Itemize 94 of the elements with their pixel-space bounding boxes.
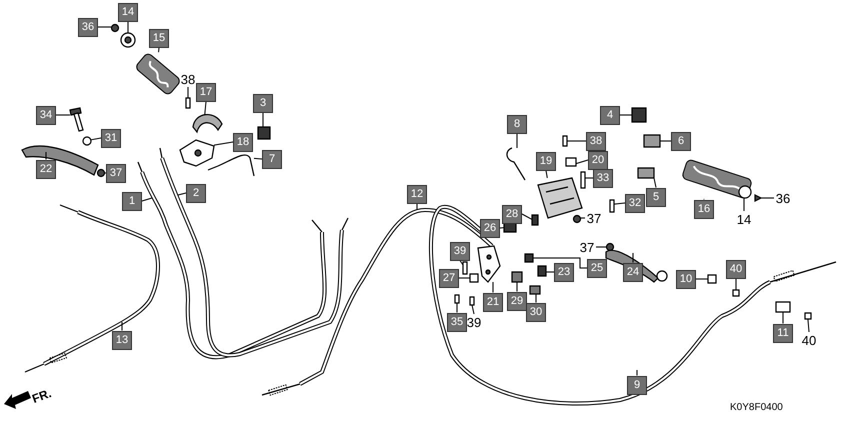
cover [192, 114, 223, 133]
bolt [462, 261, 468, 275]
callout-number: 31 [101, 128, 121, 148]
bolt [454, 294, 460, 304]
callout-number: 36 [78, 18, 98, 36]
bolt [580, 171, 586, 189]
callout-number: 19 [536, 152, 556, 170]
callout-number: 16 [694, 200, 714, 218]
nut [96, 168, 106, 178]
leader-line [620, 114, 632, 116]
leader-line [660, 140, 672, 142]
callout-number: 38 [586, 132, 606, 150]
callout-number: 20 [588, 150, 608, 170]
callout-number: 37 [578, 239, 596, 255]
leader-line [254, 158, 262, 160]
callout-number: 36 [774, 190, 792, 206]
cable [137, 161, 327, 360]
callout-number: 8 [507, 114, 527, 134]
leader-line [456, 302, 458, 313]
callout-number: 40 [800, 332, 818, 348]
leader-line [500, 227, 504, 228]
leader-line [807, 318, 810, 332]
switch-block [257, 126, 271, 140]
leader-line [142, 198, 152, 202]
callout-number: 38 [179, 71, 197, 87]
lever [21, 145, 99, 176]
leader-line [654, 178, 656, 188]
leader-line [516, 133, 518, 148]
ring [120, 32, 136, 48]
nut [110, 24, 120, 32]
leader-line [98, 26, 112, 28]
callout-number: 17 [196, 82, 216, 102]
leader-line [632, 252, 634, 263]
leader-line [546, 170, 548, 178]
callout-number: 39 [450, 242, 470, 260]
hose [506, 147, 526, 180]
leader-line [782, 312, 784, 324]
leader-line [214, 142, 234, 146]
switch-housing [537, 177, 583, 219]
direction-label: FR. [30, 386, 54, 406]
leader-line [204, 101, 206, 116]
callout-number: 4 [600, 106, 620, 124]
callout-number: 14 [735, 211, 753, 227]
leader-line [472, 304, 474, 314]
cable [159, 147, 349, 358]
leader-line [596, 246, 607, 248]
leader-line [522, 214, 532, 220]
leader-line [460, 260, 464, 266]
clamp [565, 157, 577, 167]
callout-number: 28 [502, 204, 522, 224]
callout-number: 33 [593, 168, 613, 188]
leader-line [416, 203, 418, 210]
callout-number: 32 [625, 194, 645, 212]
leader-line [516, 282, 518, 292]
callout-number: 37 [585, 210, 603, 226]
switch-block [643, 134, 661, 148]
leader-line [636, 370, 638, 376]
leader-line [492, 282, 494, 293]
leader-line [56, 114, 70, 116]
callout-number: 1 [122, 192, 142, 210]
cover [637, 167, 655, 179]
callout-number: 34 [36, 106, 56, 124]
leader-line [566, 140, 586, 142]
bolt [562, 135, 568, 147]
plate [469, 273, 479, 283]
callout-number: 3 [253, 94, 273, 112]
leader-line [90, 138, 102, 140]
callout-number: 35 [447, 312, 467, 332]
callout-number: 15 [149, 28, 169, 48]
lever-holder [179, 139, 215, 167]
callout-number: 27 [439, 268, 459, 288]
callout-number: 39 [465, 314, 483, 330]
callout-number: 5 [646, 188, 666, 206]
leader-line [262, 112, 264, 128]
callout-number: 6 [671, 132, 691, 150]
callout-number: 22 [36, 160, 56, 178]
callout-number: 18 [233, 132, 253, 152]
bolt [469, 296, 475, 306]
collar [82, 136, 92, 146]
leader-line [178, 192, 186, 196]
bolt [609, 199, 615, 213]
callout-number: 14 [118, 2, 138, 22]
leader-line [532, 258, 588, 268]
leader-line [614, 202, 626, 205]
callout-number: 37 [106, 164, 126, 182]
leader-line [576, 160, 588, 164]
drawing-code: K0Y8F0400 [730, 402, 783, 413]
bolt [185, 97, 191, 109]
cap [754, 194, 762, 202]
switch-block [631, 107, 647, 123]
bolt [69, 107, 84, 132]
cable [24, 204, 160, 373]
leader-line [696, 278, 708, 280]
callout-number: 12 [407, 184, 427, 204]
